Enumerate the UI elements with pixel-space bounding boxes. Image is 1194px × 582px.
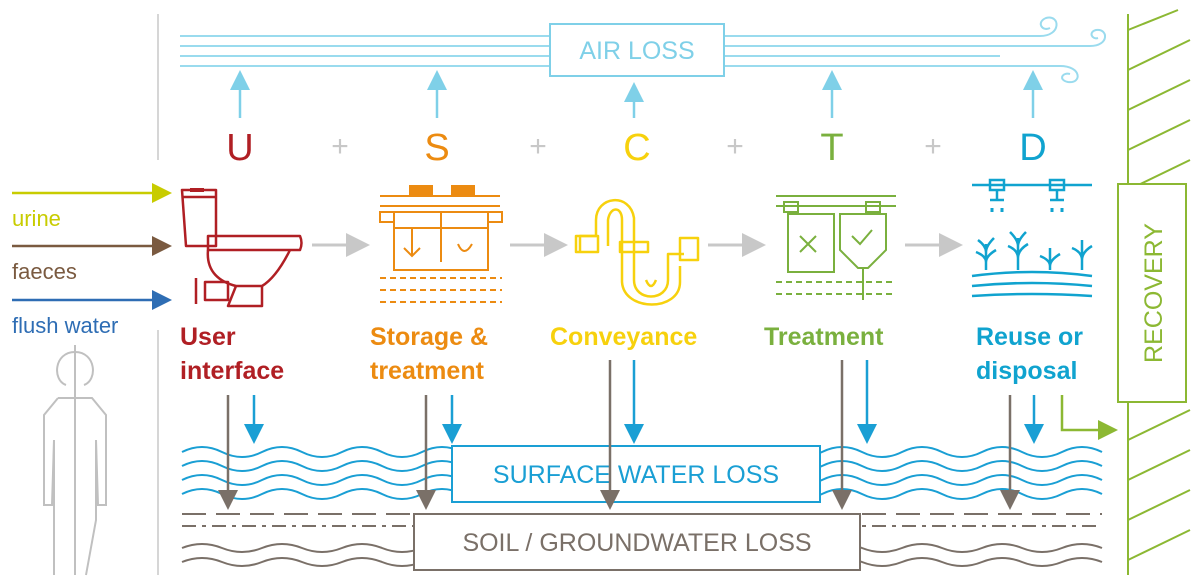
input-urine-label: urine — [12, 206, 61, 231]
stage-letter-s: S — [424, 127, 449, 169]
toilet-icon — [180, 188, 303, 308]
stage-label-treatment: Treatment — [764, 323, 884, 351]
stage-letter-d: D — [1019, 127, 1046, 169]
stage-letter-c: C — [623, 127, 650, 169]
stage-label-reuse-line2: disposal — [976, 357, 1077, 385]
plus-sign-4: + — [924, 130, 942, 163]
air-loss-label: AIR LOSS — [579, 37, 694, 65]
stage-label-user-interface-line2: interface — [180, 357, 284, 385]
person-icon — [43, 345, 107, 576]
irrigation-icon — [971, 178, 1093, 298]
stage-label-storage-line2: treatment — [370, 357, 485, 385]
input-faeces: faeces — [12, 236, 172, 284]
pipe-icon — [574, 199, 700, 306]
stage-letter-u: U — [226, 127, 253, 169]
soil-loss-label: SOIL / GROUNDWATER LOSS — [462, 529, 811, 557]
stage-label-storage-line1: Storage & — [370, 323, 488, 351]
recovery-label: RECOVERY — [1140, 223, 1168, 363]
treatment-plant-icon — [776, 195, 896, 300]
input-faeces-label: faeces — [12, 259, 77, 284]
recovery-arrow — [1060, 395, 1118, 440]
plus-sign-1: + — [331, 130, 349, 163]
soil-arrows — [218, 360, 1020, 510]
stage-label-user-interface-line1: User — [180, 323, 236, 351]
stage-label-conveyance: Conveyance — [550, 323, 697, 351]
air-loss-arrows — [230, 70, 1043, 118]
stage-letter-t: T — [820, 127, 843, 169]
plus-sign-3: + — [726, 130, 744, 163]
surface-water-loss-box — [451, 445, 821, 503]
input-flush-water-label: flush water — [12, 313, 118, 338]
stage-label-reuse-line1: Reuse or — [976, 323, 1083, 351]
surface-water-loss-label: SURFACE WATER LOSS — [493, 461, 779, 489]
soil-loss-box — [413, 513, 861, 571]
surface-water-arrows — [244, 360, 1044, 444]
septic-tank-icon — [379, 185, 503, 303]
air-loss-box — [549, 23, 725, 77]
input-flush-water: flush water — [12, 290, 172, 338]
input-urine: urine — [12, 183, 172, 231]
recovery-box — [1117, 183, 1187, 403]
plus-sign-2: + — [529, 130, 547, 163]
